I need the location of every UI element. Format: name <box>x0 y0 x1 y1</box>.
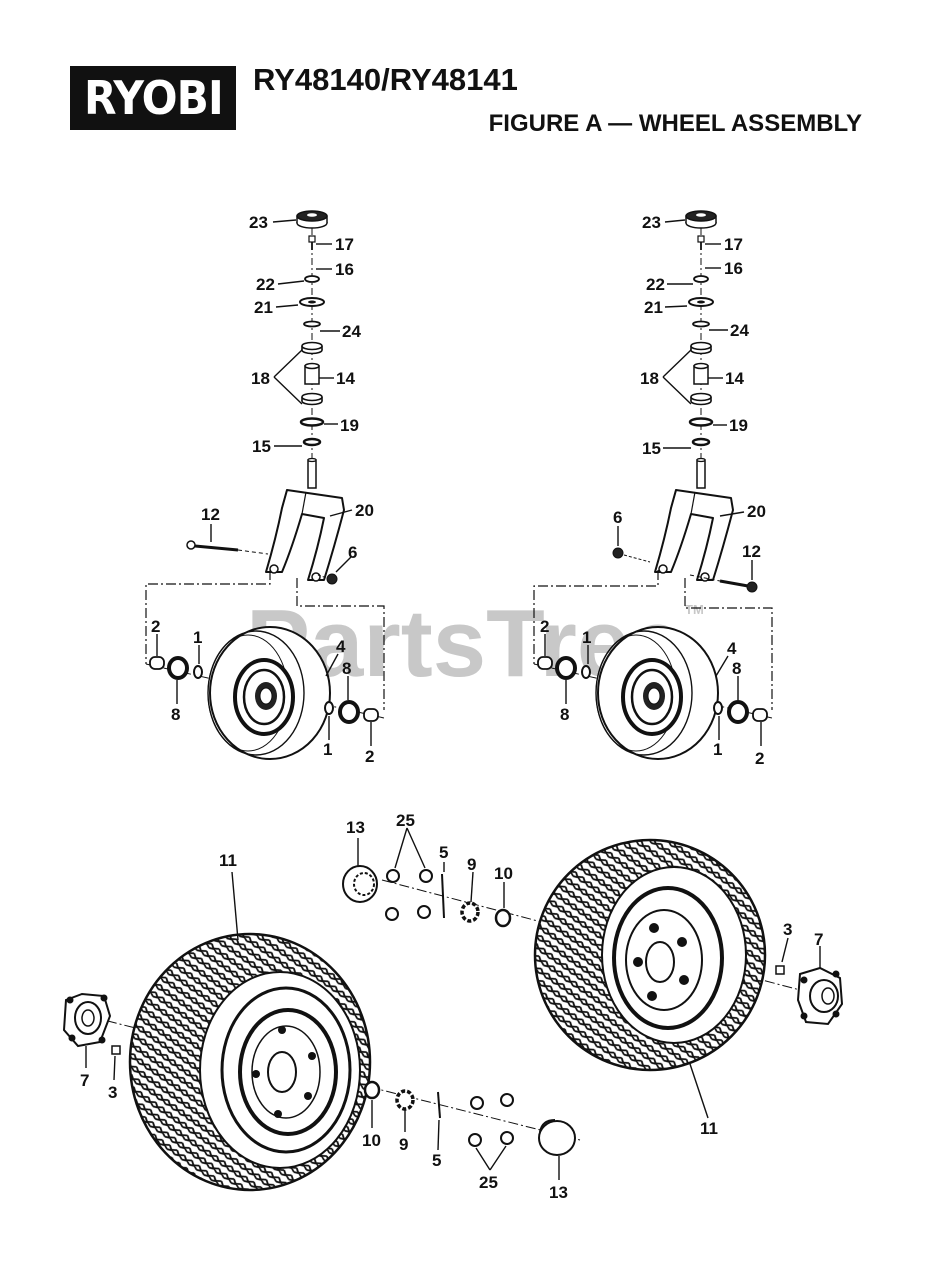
label-24-right: 24 <box>730 321 749 340</box>
label-18-left: 18 <box>251 369 270 388</box>
label-8-right-b: 8 <box>560 705 569 724</box>
label-8-left-a: 8 <box>342 659 351 678</box>
label-9-lower: 9 <box>399 1135 408 1154</box>
label-25-lower: 25 <box>479 1173 498 1192</box>
label-4-left: 4 <box>336 637 346 656</box>
label-21-left: 21 <box>254 298 273 317</box>
label-14-left: 14 <box>336 369 355 388</box>
label-7-right: 7 <box>814 930 823 949</box>
caster-assembly-right <box>533 209 773 761</box>
label-22-right: 22 <box>646 275 665 294</box>
label-25-upper: 25 <box>396 811 415 830</box>
label-1-right-a: 1 <box>582 628 591 647</box>
brand-name: RYOBI <box>83 71 224 125</box>
rear-wheel-right <box>342 838 844 1072</box>
label-20-right: 20 <box>747 502 766 521</box>
rear-wheel-left <box>62 932 581 1192</box>
label-21-right: 21 <box>644 298 663 317</box>
label-22-left: 22 <box>256 275 275 294</box>
label-1-left-b: 1 <box>323 740 332 759</box>
label-6-left: 6 <box>348 543 357 562</box>
label-3-left: 3 <box>108 1083 117 1102</box>
label-9-upper: 9 <box>467 855 476 874</box>
ryobi-logo: RYOBI <box>70 66 236 130</box>
part-labels: 23 17 16 22 21 24 18 14 19 15 20 12 6 2 … <box>80 213 823 1202</box>
label-19-right: 19 <box>729 416 748 435</box>
label-13-upper: 13 <box>346 818 365 837</box>
label-2-right-a: 2 <box>540 617 549 636</box>
label-14-right: 14 <box>725 369 744 388</box>
leader-lines <box>85 219 821 1180</box>
model-number: RY48140/RY48141 <box>253 62 518 97</box>
label-11-left: 11 <box>219 851 237 870</box>
label-8-right-a: 8 <box>732 659 741 678</box>
label-4-right: 4 <box>727 639 737 658</box>
label-17-right: 17 <box>724 235 743 254</box>
label-12-right: 12 <box>742 542 761 561</box>
label-3-right: 3 <box>783 920 792 939</box>
label-24-left: 24 <box>342 322 361 341</box>
label-17-left: 17 <box>335 235 354 254</box>
label-23-right: 23 <box>642 213 661 232</box>
label-10-upper: 10 <box>494 864 513 883</box>
label-10-lower: 10 <box>362 1131 381 1150</box>
label-5-lower: 5 <box>432 1151 441 1170</box>
label-15-right: 15 <box>642 439 661 458</box>
label-6-right: 6 <box>613 508 622 527</box>
label-8-left-b: 8 <box>171 705 180 724</box>
label-18-right: 18 <box>640 369 659 388</box>
label-15-left: 15 <box>252 437 271 456</box>
label-16-right: 16 <box>724 259 743 278</box>
figure-title: FIGURE A — WHEEL ASSEMBLY <box>488 110 862 137</box>
watermark-tm: TM <box>685 602 704 617</box>
label-23-left: 23 <box>249 213 268 232</box>
label-19-left: 19 <box>340 416 359 435</box>
label-2-left-a: 2 <box>151 617 160 636</box>
label-1-right-b: 1 <box>713 740 722 759</box>
label-16-left: 16 <box>335 260 354 279</box>
caster-assembly-left <box>145 209 385 761</box>
label-20-left: 20 <box>355 501 374 520</box>
label-11-right: 11 <box>700 1119 718 1138</box>
label-2-left-b: 2 <box>365 747 374 766</box>
label-1-left-a: 1 <box>193 628 202 647</box>
label-2-right-b: 2 <box>755 749 764 768</box>
label-12-left: 12 <box>201 505 220 524</box>
label-13-lower: 13 <box>549 1183 568 1202</box>
label-7-left: 7 <box>80 1071 89 1090</box>
label-5-upper: 5 <box>439 843 448 862</box>
